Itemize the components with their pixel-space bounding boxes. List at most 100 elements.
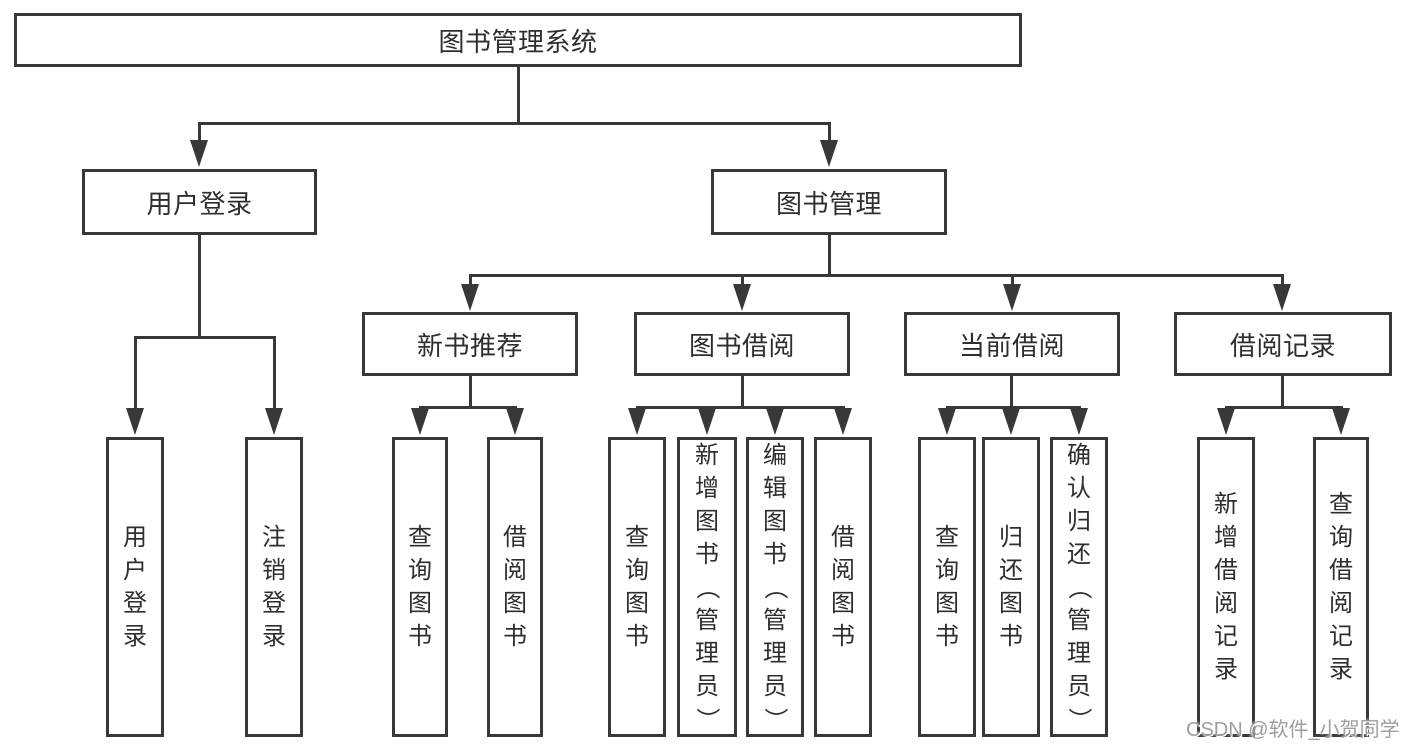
vertical-char: 管: [1067, 606, 1091, 634]
connector-stem: [741, 274, 744, 288]
vertical-char: 询: [625, 557, 649, 584]
vertical-char: 图: [503, 590, 527, 617]
vertical-char: 登: [123, 590, 147, 617]
vertical-char: 记: [1329, 623, 1353, 650]
vertical-char: 阅: [503, 557, 527, 584]
connector-stem: [828, 122, 831, 144]
leaf-query-books-recommend: 查询图书: [392, 437, 448, 737]
vertical-char: 员: [1067, 672, 1091, 700]
connector-borrow-feed: [741, 376, 744, 409]
node-library-system: 图书管理系统: [14, 13, 1022, 67]
vertical-char: 编: [763, 441, 787, 469]
vertical-char: 用: [123, 524, 147, 551]
vertical-char: 书: [763, 540, 787, 568]
vertical-char: 查: [935, 524, 959, 551]
vertical-char: 新: [695, 441, 719, 469]
leaf-borrow-book-recommend: 借阅图书: [487, 437, 543, 737]
vertical-char: 书: [831, 623, 855, 650]
vertical-char: 查: [408, 524, 432, 551]
vertical-char: （: [693, 575, 721, 599]
connector-stem: [1011, 274, 1014, 288]
leaf-user-login: 用户登录: [106, 437, 164, 737]
arrowhead-down-icon: [190, 140, 208, 167]
connector-stem: [273, 336, 276, 412]
arrowhead-down-icon: [628, 408, 646, 435]
vertical-char: 图: [935, 590, 959, 617]
connector-stem: [198, 122, 201, 144]
vertical-char: 登: [262, 590, 286, 617]
vertical-char: 图: [695, 507, 719, 535]
leaf-query-books-current: 查询图书: [918, 437, 976, 737]
vertical-char: 归: [999, 524, 1023, 551]
vertical-char: 理: [695, 639, 719, 667]
connector-stem: [1281, 274, 1284, 288]
node-book-borrow: 图书借阅: [634, 312, 850, 376]
node-new-book-recommend: 新书推荐: [362, 312, 578, 376]
vertical-char: 认: [1067, 474, 1091, 502]
vertical-char: 管: [695, 606, 719, 634]
vertical-char: 书: [935, 623, 959, 650]
vertical-char: ）: [761, 707, 789, 731]
vertical-char: 辑: [763, 474, 787, 502]
arrowhead-down-icon: [698, 408, 716, 435]
arrowhead-down-icon: [1003, 284, 1021, 311]
vertical-char: 图: [408, 590, 432, 617]
connector-current-feed: [1010, 376, 1013, 409]
vertical-char: 阅: [831, 557, 855, 584]
vertical-char: 借: [1214, 557, 1238, 584]
vertical-char: 借: [1329, 557, 1353, 584]
vertical-char: 销: [262, 557, 286, 584]
vertical-char: 户: [123, 557, 147, 584]
csdn-watermark: CSDN @软件_小贺同学: [1186, 719, 1400, 741]
arrowhead-down-icon: [126, 408, 144, 435]
vertical-char: 还: [999, 557, 1023, 584]
vertical-char: 理: [763, 639, 787, 667]
vertical-char: 询: [935, 557, 959, 584]
leaf-borrow-book: 借阅图书: [814, 437, 872, 737]
arrowhead-down-icon: [1002, 408, 1020, 435]
leaf-query-borrow-record: 查询借阅记录: [1313, 437, 1369, 737]
vertical-char: 增: [1214, 524, 1238, 551]
vertical-char: 图: [831, 590, 855, 617]
leaf-logout: 注销登录: [245, 437, 303, 737]
vertical-char: （: [1065, 575, 1093, 599]
vertical-char: 图: [625, 590, 649, 617]
connector-records-split: [1225, 406, 1343, 409]
vertical-char: 查: [625, 524, 649, 551]
vertical-char: 录: [262, 623, 286, 650]
vertical-char: 书: [503, 623, 527, 650]
vertical-char: （: [761, 575, 789, 599]
vertical-char: 增: [695, 474, 719, 502]
arrowhead-down-icon: [766, 408, 784, 435]
connector-login-feed: [198, 235, 201, 339]
leaf-add-book-admin: 新增图书（管理员）: [677, 437, 737, 737]
connector-login-split: [134, 336, 276, 339]
arrowhead-down-icon: [265, 408, 283, 435]
vertical-char: 注: [262, 524, 286, 551]
vertical-char: 确: [1067, 441, 1091, 469]
vertical-char: 阅: [1329, 590, 1353, 617]
node-user-login: 用户登录: [82, 169, 317, 235]
leaf-edit-book-admin: 编辑图书（管理员）: [746, 437, 804, 737]
vertical-char: 图: [763, 507, 787, 535]
leaf-query-books-borrow: 查询图书: [608, 437, 666, 737]
arrowhead-down-icon: [834, 408, 852, 435]
vertical-char: ）: [693, 707, 721, 731]
vertical-char: 归: [1067, 507, 1091, 535]
vertical-char: ）: [1065, 707, 1093, 731]
node-borrow-records: 借阅记录: [1174, 312, 1392, 376]
vertical-char: 录: [1214, 656, 1238, 683]
node-book-management: 图书管理: [711, 169, 947, 235]
connector-stem: [469, 274, 472, 288]
connector-mgmt-split: [469, 274, 1284, 277]
connector-root-feed: [517, 67, 520, 125]
vertical-char: 阅: [1214, 590, 1238, 617]
connector-recommend-split: [419, 406, 517, 409]
node-current-borrow: 当前借阅: [904, 312, 1120, 376]
arrowhead-down-icon: [1070, 408, 1088, 435]
vertical-char: 员: [695, 672, 719, 700]
vertical-char: 询: [1329, 524, 1353, 551]
vertical-char: 记: [1214, 623, 1238, 650]
connector-root-split: [198, 122, 831, 125]
